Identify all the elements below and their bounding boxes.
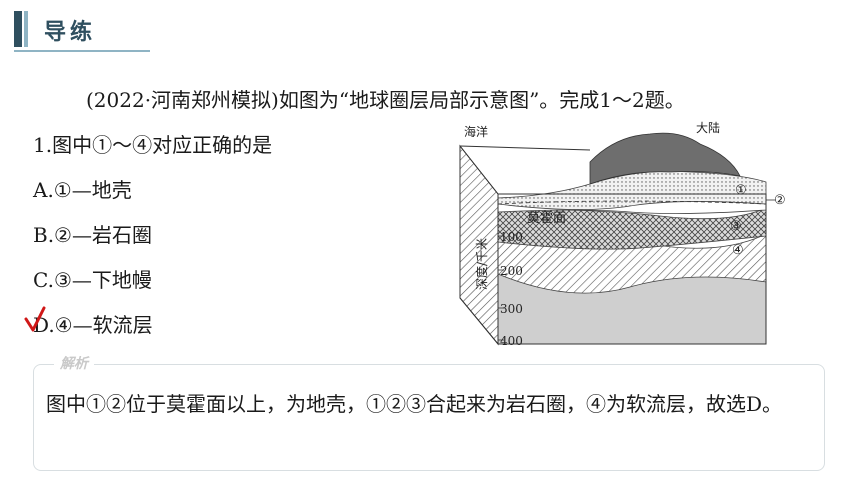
marker-1: ① xyxy=(735,183,747,198)
header-underline xyxy=(14,50,150,52)
block-frame xyxy=(497,193,767,345)
moho-label: 莫霍面 xyxy=(527,211,566,226)
depth-tick-300: 300 xyxy=(500,302,523,316)
continent-relief xyxy=(589,132,741,185)
analysis-panel xyxy=(33,364,825,471)
marker-2: ② xyxy=(774,193,786,208)
option-c[interactable]: C.③—下地幔 xyxy=(33,268,152,292)
depth-tick-200: 200 xyxy=(500,264,523,278)
analysis-tag: 解析 xyxy=(54,353,94,373)
intro-text: (2022·河南郑州模拟)如图为“地球圈层局部示意图”。完成1～2题。 xyxy=(86,88,685,112)
option-a[interactable]: A.①—地壳 xyxy=(33,178,132,202)
option-b[interactable]: B.②—岩石圈 xyxy=(33,223,152,247)
marker-3: ③ xyxy=(730,219,742,234)
header-accent-bar xyxy=(14,11,22,47)
checkmark-icon xyxy=(24,306,46,332)
question-stem: 1.图中①～④对应正确的是 xyxy=(33,133,273,157)
section-title: 导练 xyxy=(44,20,97,45)
depth-axis-label: 深度/千米 xyxy=(474,238,489,290)
depth-tick-100: 100 xyxy=(500,230,523,244)
header-accent-stripe xyxy=(24,11,28,47)
marker-4: ④ xyxy=(732,243,744,258)
ocean-label: 海洋 xyxy=(464,124,488,139)
depth-tick-400: 400 xyxy=(500,334,523,348)
analysis-text: 图中①②位于莫霍面以上，为地壳，①②③合起来为岩石圈，④为软流层，故选D。 xyxy=(46,392,783,416)
earth-layers-diagram: 海洋 大陆 莫霍面 ① ② ③ ④ 深度/千米 100 200 300 400 xyxy=(459,120,786,348)
continent-label: 大陆 xyxy=(696,120,720,135)
option-d[interactable]: D.④—软流层 xyxy=(33,313,153,337)
moho-line xyxy=(497,200,767,205)
